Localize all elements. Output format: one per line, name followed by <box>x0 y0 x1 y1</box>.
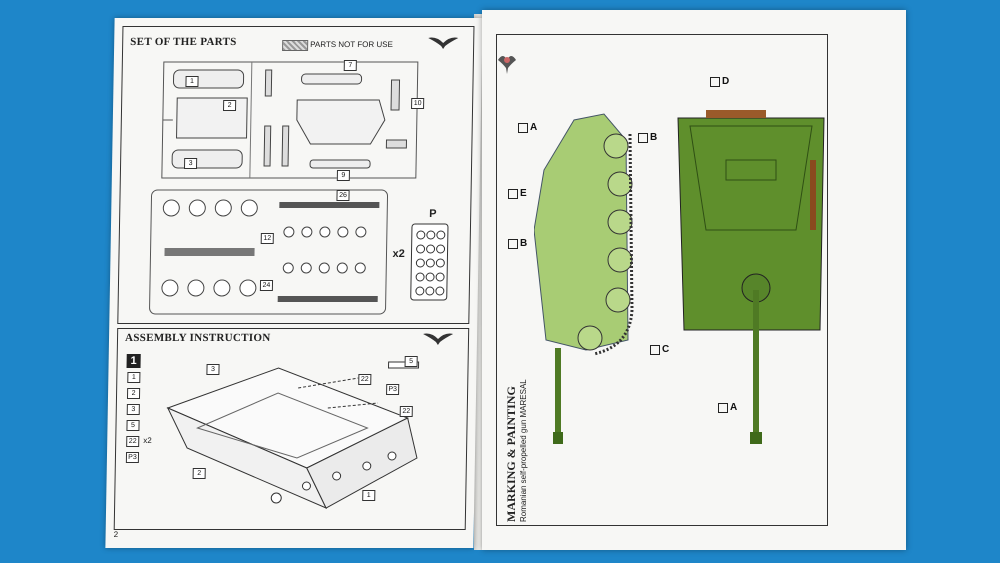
part-26-tag: 26 <box>336 190 350 201</box>
section-title: MARKING & PAINTING <box>504 386 518 522</box>
page-number: 2 <box>113 530 119 539</box>
sprue-p-label: P <box>429 208 437 220</box>
callout-p3: P3 <box>386 384 400 395</box>
decal-tag-b: B <box>508 238 527 249</box>
callout-1: 1 <box>362 490 376 501</box>
step-part-22: 22 <box>126 436 140 447</box>
step-part-2: 2 <box>126 388 141 399</box>
parts-not-for-use-label: PARTS NOT FOR USE <box>310 40 393 49</box>
decal-icon <box>638 132 648 143</box>
part-12-tag: 12 <box>260 233 274 244</box>
callout-22-a: 22 <box>358 374 372 385</box>
step-multiplier: x2 <box>143 436 152 445</box>
right-page: MARKING & PAINTING Romanian self-propell… <box>482 10 906 550</box>
photo-etch-fret <box>410 223 449 306</box>
eagle-logo-icon <box>496 50 518 81</box>
side-view-drawing <box>533 110 644 475</box>
part-10-tag: 10 <box>411 98 425 109</box>
decal-letter: E <box>520 188 527 199</box>
decal-tag-e: E <box>508 188 527 199</box>
callout-2: 2 <box>192 468 206 479</box>
decal-letter: B <box>650 132 658 143</box>
decal-tag-d: D <box>710 76 729 87</box>
assembly-title: ASSEMBLY INSTRUCTION <box>124 332 271 344</box>
decal-icon <box>650 344 660 355</box>
decal-icon <box>508 188 518 199</box>
part-24-tag: 24 <box>259 280 274 291</box>
eagle-logo-icon <box>426 34 460 55</box>
part-9-tag: 9 <box>336 170 350 181</box>
sprue-multiplier: x2 <box>392 248 405 260</box>
callout-22-b: 22 <box>399 406 413 417</box>
decal-tag-c: C <box>650 344 669 355</box>
left-page: SET OF THE PARTS PARTS NOT FOR USE 1 2 3… <box>105 18 483 548</box>
sprue-upper <box>160 60 420 185</box>
step-part-3: 3 <box>126 404 140 415</box>
step-number: 1 <box>126 354 141 368</box>
eagle-logo-icon <box>421 330 455 351</box>
section-title-wrap: MARKING & PAINTING Romanian self-propell… <box>504 379 528 522</box>
decal-letter: B <box>520 238 528 249</box>
part-3-tag: 3 <box>183 158 198 169</box>
step-part-p3: P3 <box>125 452 140 463</box>
callout-3: 3 <box>206 364 220 375</box>
step-part-5: 5 <box>126 420 140 431</box>
vehicle-caption: Romanian self-propelled gun MARESAL <box>519 379 528 522</box>
decal-letter: D <box>722 76 730 87</box>
hull-assembly-drawing <box>156 358 429 523</box>
not-for-use-swatch <box>282 40 309 51</box>
decal-letter: A <box>730 402 738 413</box>
decal-icon <box>710 76 720 87</box>
callout-5: 5 <box>404 356 418 367</box>
part-2-tag: 2 <box>223 100 237 111</box>
part-1-tag: 1 <box>185 76 199 87</box>
painting-frame <box>496 34 828 526</box>
decal-tag-a: A <box>518 122 537 133</box>
decal-tag-b2: B <box>638 132 657 143</box>
decal-letter: A <box>530 122 538 133</box>
sprue-lower <box>147 188 389 321</box>
decal-tag-a2: A <box>718 402 737 413</box>
decal-icon <box>508 238 518 249</box>
decal-icon <box>718 402 728 413</box>
top-view-drawing <box>676 110 826 455</box>
parts-title: SET OF THE PARTS <box>130 36 237 48</box>
step-part-1: 1 <box>127 372 141 383</box>
decal-icon <box>518 122 528 133</box>
decal-letter: C <box>662 344 670 355</box>
part-7-tag: 7 <box>343 60 357 71</box>
